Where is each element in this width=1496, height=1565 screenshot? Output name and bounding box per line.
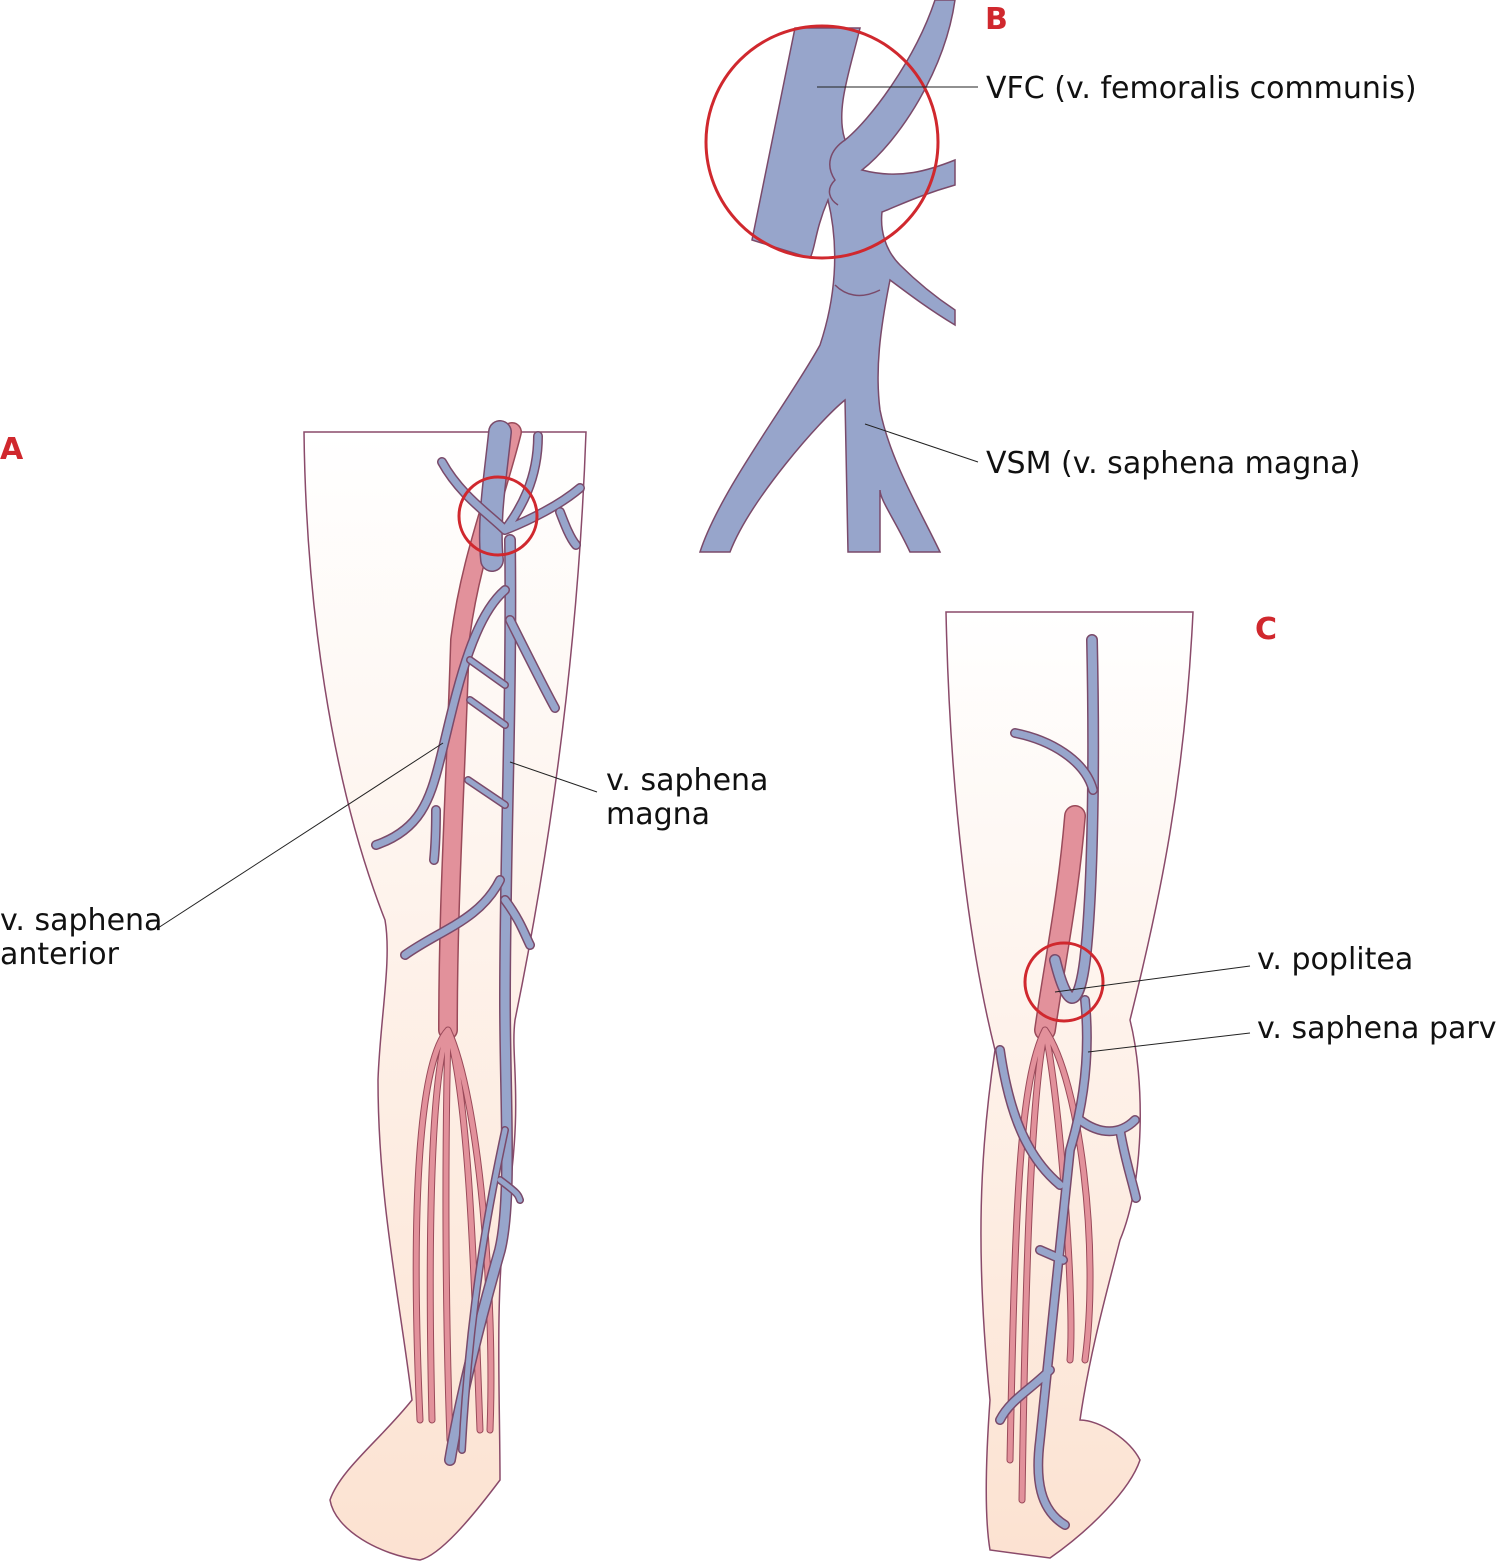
- saphena-anterior-label-line1: v. saphena: [0, 903, 163, 938]
- parva-leader-line: [1087, 1032, 1251, 1053]
- saphena-magna-label-line2: magna: [606, 797, 711, 832]
- great-saphenous-vein-front: [371, 420, 585, 1466]
- saphena-anterior-leader-line: [157, 742, 444, 929]
- saphena-magna-leader-line: [509, 761, 598, 793]
- highlight-circle-b: [704, 24, 940, 260]
- saphena-magna-label-line1: v. saphena: [606, 763, 769, 798]
- saphena-anterior-label: v. saphena anterior: [0, 904, 162, 972]
- panel-label-a: A: [0, 432, 24, 467]
- panel-label-b: B: [985, 2, 1008, 37]
- panel-label-c: C: [1255, 612, 1278, 647]
- vsm-label: VSM (v. saphena magna): [986, 446, 1361, 481]
- poplitea-leader-line: [1054, 965, 1251, 993]
- poplitea-label: v. poplitea: [1257, 942, 1414, 977]
- leg-front-illustration: [303, 420, 587, 1561]
- vsm-leader-line: [864, 423, 979, 463]
- saphena-parva-label: v. saphena parva: [1257, 1011, 1496, 1046]
- highlight-circle-c: [1023, 941, 1105, 1023]
- leg-back-illustration: [945, 611, 1251, 1559]
- highlight-circle-a: [457, 475, 539, 557]
- vfc-label: VFC (v. femoralis communis): [986, 71, 1417, 106]
- saphena-anterior-label-line2: anterior: [0, 937, 119, 972]
- saphena-magna-label: v. saphena magna: [606, 764, 768, 832]
- lower-leg-arteries: [412, 1026, 495, 1444]
- saphenofemoral-junction-inset: [698, 0, 979, 553]
